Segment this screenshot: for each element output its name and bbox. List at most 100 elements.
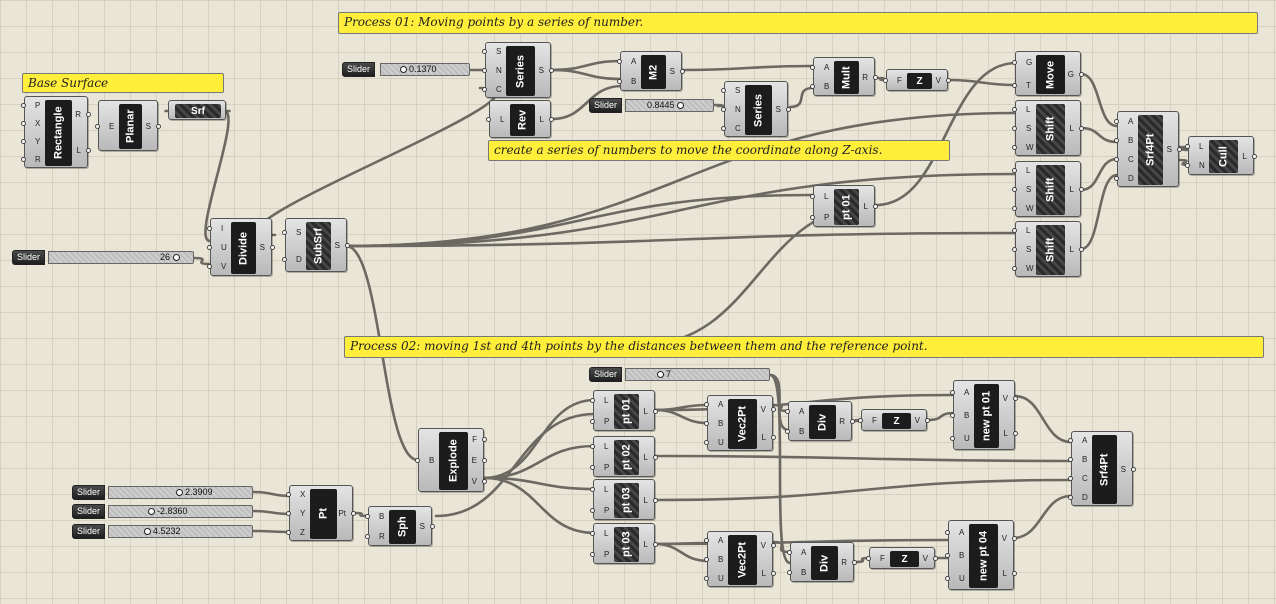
- input-port-l[interactable]: L: [1199, 141, 1204, 151]
- wire[interactable]: [257, 86, 498, 237]
- input-grip-icon[interactable]: [1012, 82, 1017, 88]
- input-grip-icon[interactable]: [883, 78, 888, 83]
- output-grip-icon[interactable]: [933, 556, 938, 561]
- wire[interactable]: [344, 231, 1018, 248]
- output-grip-icon[interactable]: [1079, 187, 1084, 192]
- input-port-a[interactable]: A: [1128, 116, 1134, 126]
- output-grip-icon[interactable]: [1252, 153, 1257, 159]
- input-port-g[interactable]: G: [1026, 58, 1033, 68]
- input-port-e[interactable]: E: [109, 121, 115, 131]
- output-grip-icon[interactable]: [549, 68, 554, 73]
- slider-track[interactable]: [625, 99, 714, 112]
- output-port-l[interactable]: L: [539, 115, 544, 124]
- input-port-f[interactable]: F: [880, 554, 885, 563]
- input-port-c[interactable]: C: [735, 123, 741, 133]
- wire[interactable]: [482, 398, 597, 480]
- input-port-l[interactable]: L: [604, 529, 609, 539]
- output-grip-icon[interactable]: [482, 458, 487, 463]
- wire[interactable]: [1079, 157, 1119, 192]
- output-port-v[interactable]: V: [760, 405, 766, 414]
- input-port-u[interactable]: U: [221, 243, 227, 252]
- input-grip-icon[interactable]: [721, 88, 726, 94]
- input-grip-icon[interactable]: [945, 553, 950, 558]
- output-port-l[interactable]: L: [643, 495, 648, 505]
- wire[interactable]: [653, 403, 710, 412]
- output-grip-icon[interactable]: [482, 479, 487, 485]
- input-grip-icon[interactable]: [617, 59, 622, 64]
- output-grip-icon[interactable]: [771, 435, 776, 440]
- output-port-s[interactable]: S: [1120, 464, 1126, 474]
- output-grip-icon[interactable]: [653, 541, 658, 547]
- input-port-s[interactable]: S: [1026, 245, 1032, 254]
- input-grip-icon[interactable]: [704, 402, 709, 408]
- input-port-a[interactable]: A: [718, 400, 724, 410]
- slider-z[interactable]: Slider 4.5232: [72, 524, 253, 539]
- input-grip-icon[interactable]: [810, 214, 815, 220]
- input-grip-icon[interactable]: [286, 529, 291, 535]
- output-grip-icon[interactable]: [771, 407, 776, 412]
- input-port-r[interactable]: R: [35, 155, 41, 164]
- input-port-p[interactable]: P: [604, 416, 610, 426]
- output-grip-icon[interactable]: [549, 117, 554, 122]
- input-grip-icon[interactable]: [704, 439, 709, 445]
- input-port-l[interactable]: L: [1026, 166, 1031, 176]
- output-grip-icon[interactable]: [270, 245, 275, 250]
- output-grip-icon[interactable]: [1013, 430, 1018, 436]
- input-port-l[interactable]: L: [1026, 226, 1031, 236]
- output-grip-icon[interactable]: [482, 436, 487, 442]
- input-port-b[interactable]: B: [799, 427, 805, 436]
- input-grip-icon[interactable]: [1012, 228, 1017, 234]
- slider-08445[interactable]: Slider 0.8445: [589, 98, 714, 113]
- output-port-l[interactable]: L: [1069, 185, 1074, 194]
- input-port-p[interactable]: P: [604, 462, 610, 472]
- input-port-b[interactable]: B: [801, 568, 807, 577]
- input-grip-icon[interactable]: [1068, 438, 1073, 444]
- input-grip-icon[interactable]: [1012, 247, 1017, 252]
- input-grip-icon[interactable]: [590, 464, 595, 470]
- output-grip-icon[interactable]: [653, 497, 658, 503]
- input-port-b[interactable]: B: [824, 82, 830, 92]
- input-port-b[interactable]: B: [379, 512, 385, 521]
- panel-process-01[interactable]: Process 01: Moving points by a series of…: [338, 12, 1258, 34]
- input-port-b[interactable]: B: [1128, 135, 1134, 145]
- input-port-s[interactable]: S: [735, 86, 741, 96]
- panel-base-surface[interactable]: Base Surface: [22, 73, 224, 93]
- input-port-u[interactable]: U: [964, 434, 970, 444]
- input-grip-icon[interactable]: [207, 225, 212, 231]
- output-port-s[interactable]: S: [259, 243, 265, 252]
- output-grip-icon[interactable]: [1012, 570, 1017, 576]
- input-grip-icon[interactable]: [810, 64, 815, 70]
- input-grip-icon[interactable]: [1068, 494, 1073, 500]
- input-port-i[interactable]: I: [221, 223, 224, 233]
- output-grip-icon[interactable]: [850, 419, 855, 424]
- input-port-a[interactable]: A: [799, 407, 805, 416]
- slider-track[interactable]: [48, 251, 194, 264]
- input-grip-icon[interactable]: [1185, 163, 1190, 169]
- input-grip-icon[interactable]: [207, 264, 212, 270]
- input-grip-icon[interactable]: [482, 49, 487, 55]
- output-port-r[interactable]: R: [75, 110, 81, 119]
- output-port-l[interactable]: L: [643, 539, 648, 549]
- input-port-c[interactable]: C: [496, 84, 502, 94]
- input-port-p[interactable]: P: [824, 212, 830, 222]
- wire[interactable]: [653, 542, 710, 563]
- input-port-w[interactable]: W: [1026, 203, 1034, 213]
- output-grip-icon[interactable]: [653, 408, 658, 414]
- wire[interactable]: [768, 373, 792, 565]
- input-port-s[interactable]: S: [1026, 185, 1032, 194]
- input-grip-icon[interactable]: [590, 551, 595, 557]
- input-port-p[interactable]: P: [604, 549, 610, 559]
- input-grip-icon[interactable]: [704, 557, 709, 562]
